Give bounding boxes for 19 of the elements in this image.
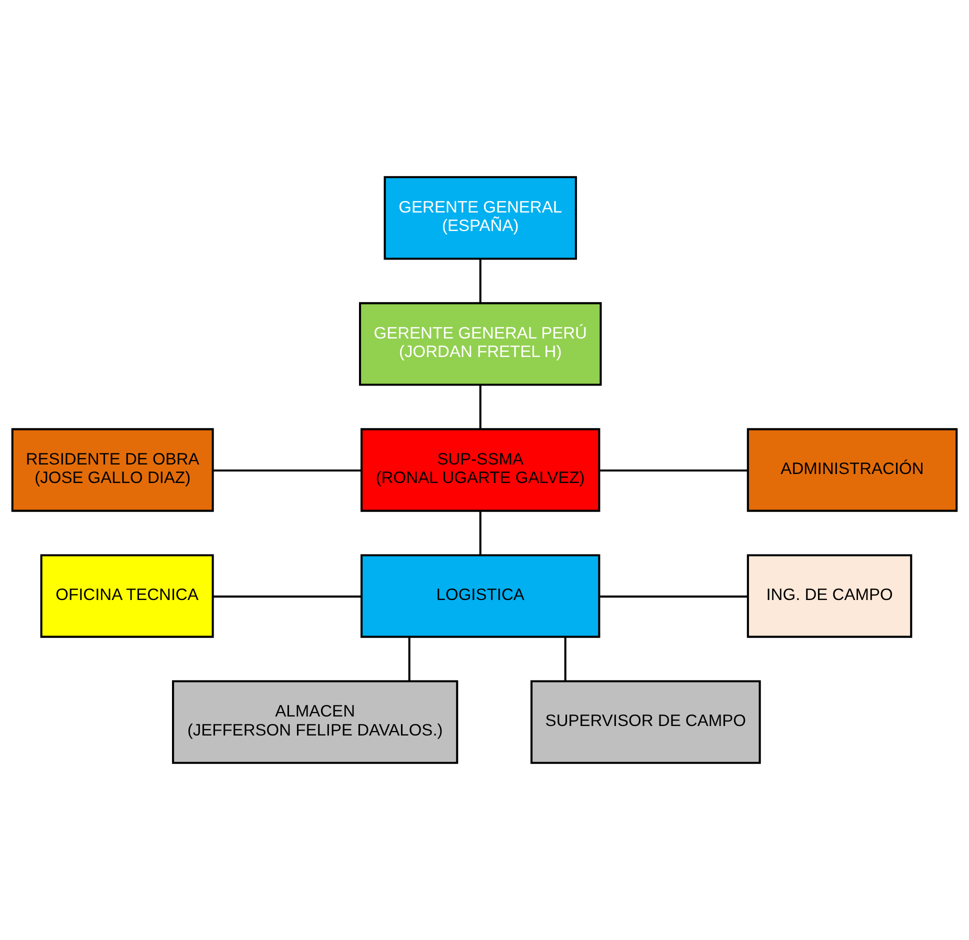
connector	[408, 636, 410, 681]
node-box: GERENTE GENERAL PERÚ (JORDAN FRETEL H)	[358, 302, 602, 386]
connector	[213, 596, 362, 598]
node-box: LOGISTICA	[360, 554, 600, 638]
connector	[564, 636, 566, 681]
node-box: OFICINA TECNICA	[40, 554, 214, 638]
connector	[600, 596, 748, 598]
connector	[479, 510, 482, 555]
node-box: GERENTE GENERAL (ESPAÑA)	[384, 176, 577, 260]
node-box: ING. DE CAMPO	[746, 554, 912, 638]
connector	[479, 258, 482, 303]
node-box: SUP-SSMA (RONAL UGARTE GALVEZ)	[360, 428, 600, 512]
node-box: SUPERVISOR DE CAMPO	[530, 680, 761, 764]
connector	[479, 384, 482, 429]
node-box: ADMINISTRACIÓN	[746, 428, 958, 512]
node-box: ALMACEN (JEFFERSON FELIPE DAVALOS.)	[172, 680, 458, 764]
connector	[213, 469, 362, 472]
connector	[600, 469, 748, 472]
node-box: RESIDENTE DE OBRA (JOSE GALLO DIAZ)	[11, 428, 214, 512]
